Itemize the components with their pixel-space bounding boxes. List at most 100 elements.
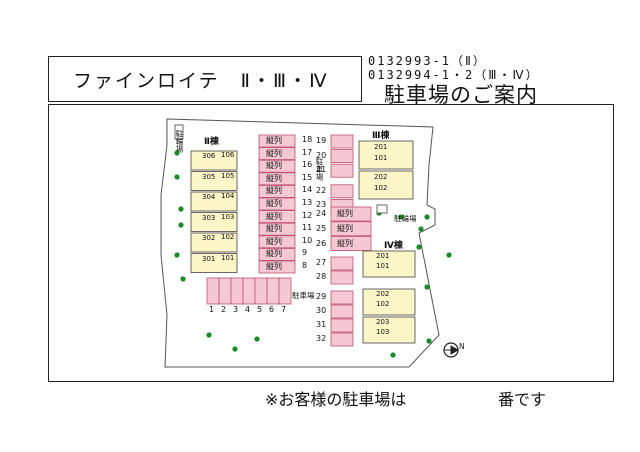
building-4-label: Ⅳ棟 — [384, 241, 403, 251]
stall-number: 4 — [245, 305, 251, 314]
tree-icon — [398, 214, 404, 220]
stall-number: 15 — [302, 172, 313, 182]
stall-number: 1 — [209, 305, 215, 314]
parking-stall — [258, 222, 296, 236]
tandem-label: 縦列 — [266, 262, 282, 271]
stall-number: 23 — [316, 200, 327, 210]
footer-note: ※お客様の駐車場は — [265, 390, 407, 409]
tandem-label: 縦列 — [337, 238, 353, 248]
stall-number: 2 — [221, 305, 227, 314]
tandem-label: 縦列 — [266, 186, 282, 196]
tandem-label: 縦列 — [266, 224, 282, 234]
tree-icon — [178, 222, 184, 228]
parking-stall — [242, 277, 256, 305]
unit-number: 101 — [221, 253, 235, 262]
tandem-label: 縦列 — [266, 136, 282, 145]
tandem-label: 縦列 — [266, 249, 282, 259]
stall-number: 12 — [302, 210, 313, 220]
parking-stall — [330, 134, 354, 149]
tandem-label: 縦列 — [266, 161, 282, 171]
tree-icon — [390, 352, 396, 358]
parking-stall — [330, 206, 372, 222]
stall-number: 9 — [302, 248, 308, 258]
unit-number: 102 — [374, 184, 388, 192]
stall-number: 24 — [316, 209, 327, 218]
parking-stall — [258, 134, 296, 148]
parking-stall — [218, 277, 232, 305]
stall-number: 26 — [316, 238, 327, 248]
tree-icon — [174, 252, 180, 258]
tree-icon — [178, 206, 184, 212]
unit-block — [362, 250, 416, 278]
stall-number: 21 — [316, 165, 327, 175]
unit-block — [358, 140, 414, 170]
stall-number: 17 — [302, 147, 313, 157]
tree-icon — [418, 226, 424, 232]
tandem-label: 縦列 — [266, 148, 282, 158]
stall-number: 11 — [302, 223, 313, 233]
unit-number: 104 — [221, 192, 235, 200]
stall-number: 25 — [316, 223, 327, 233]
property-title-box: ファインロイテ Ⅱ・Ⅲ・Ⅳ — [48, 56, 362, 102]
tree-icon — [206, 332, 212, 338]
parking-stall — [258, 260, 296, 274]
unit-number: 101 — [374, 154, 388, 162]
unit-number: 103 — [376, 328, 390, 336]
north-label: N — [459, 342, 465, 351]
tree-icon — [424, 214, 430, 220]
tree-icon — [180, 276, 186, 282]
property-code-2: 0132994-1・2（Ⅲ・Ⅳ） — [368, 68, 540, 82]
property-title: ファインロイテ Ⅱ・Ⅲ・Ⅳ — [73, 69, 329, 92]
parking-stall — [258, 247, 296, 261]
stall-number: 31 — [316, 320, 327, 329]
unit-number: 106 — [221, 151, 235, 159]
building-2-label: Ⅱ棟 — [204, 137, 219, 147]
property-code-1: 0132993-1（Ⅱ） — [368, 54, 487, 68]
tandem-label: 縦列 — [266, 236, 282, 246]
unit-block — [190, 171, 238, 191]
unit-block — [362, 288, 416, 316]
unit-number: 305 — [202, 172, 216, 181]
building-2 — [190, 150, 238, 273]
tree-icon — [426, 338, 432, 344]
unit-block — [190, 232, 238, 253]
stall-number: 14 — [302, 185, 313, 195]
parking-stall — [330, 270, 354, 285]
site-map-frame — [48, 104, 614, 382]
tandem-label: 縦列 — [266, 199, 282, 208]
stall-number: 22 — [316, 185, 327, 195]
parking-stall — [330, 304, 354, 319]
tree-icon — [174, 174, 180, 180]
unit-block — [358, 170, 414, 200]
tree-icon — [232, 346, 238, 352]
stall-number: 5 — [257, 305, 263, 314]
unit-number: 306 — [202, 152, 216, 160]
building-3-label: Ⅲ棟 — [372, 131, 390, 141]
footer-suffix: 番です — [498, 390, 547, 409]
unit-number: 301 — [202, 254, 216, 263]
parking-guide-title: 駐車場のご案内 — [384, 83, 538, 107]
parking-stall — [330, 221, 372, 237]
unit-number: 102 — [376, 300, 390, 308]
stall-number: 10 — [302, 235, 313, 245]
unit-block — [190, 212, 238, 232]
unit-number: 101 — [376, 262, 390, 270]
parking-stall — [330, 163, 354, 178]
parking-stall — [330, 184, 354, 199]
tree-icon — [424, 284, 430, 290]
stall-number: 13 — [302, 198, 313, 207]
unit-number: 202 — [376, 290, 390, 298]
unit-number: 303 — [202, 213, 216, 222]
unit-number: 201 — [376, 252, 390, 260]
stall-number: 16 — [302, 160, 313, 170]
parking-stall — [330, 318, 354, 333]
unit-block — [190, 253, 238, 273]
tree-icon — [446, 252, 452, 258]
north-arrow-icon — [443, 342, 460, 358]
tree-icon — [416, 244, 422, 250]
parking-stall — [258, 159, 296, 173]
parking-lot-label: 駐車場 — [292, 291, 315, 300]
parking-stall — [230, 277, 244, 305]
parking-stall — [278, 277, 292, 305]
tandem-label: 縦列 — [266, 173, 282, 183]
